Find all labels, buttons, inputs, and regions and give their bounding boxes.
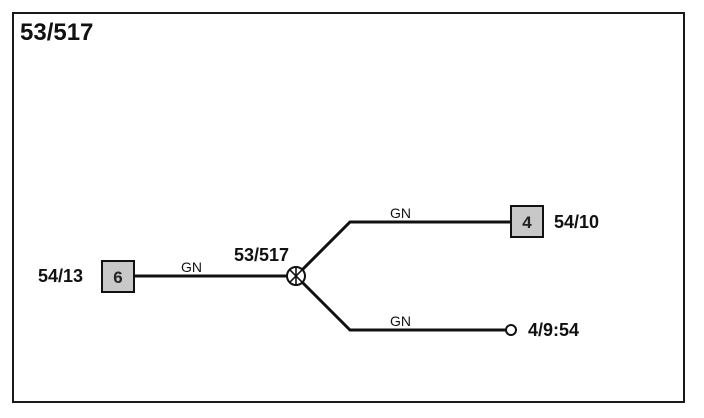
splice-label: 53/517 [234,245,289,265]
diagram-title: 53/517 [20,19,94,46]
connector-lower-label: 4/9:54 [528,320,579,340]
connector-left-label: 54/13 [38,266,83,286]
terminal-lower-icon [505,324,517,336]
splice-icon [286,266,306,286]
wire-lower [294,274,506,332]
wire-lower-color-code: GN [390,313,411,329]
diagram-frame [12,12,685,403]
wire-left-color-code: GN [181,259,202,275]
wire-upper-color-code: GN [390,205,411,221]
connector-left-pin-box: 6 [101,260,135,293]
wire-upper [294,220,510,278]
connector-upper-pin-box: 4 [510,205,544,238]
connector-upper-label: 54/10 [554,212,599,232]
connector-left-pin: 6 [113,268,122,287]
connector-upper-pin: 4 [522,213,532,232]
